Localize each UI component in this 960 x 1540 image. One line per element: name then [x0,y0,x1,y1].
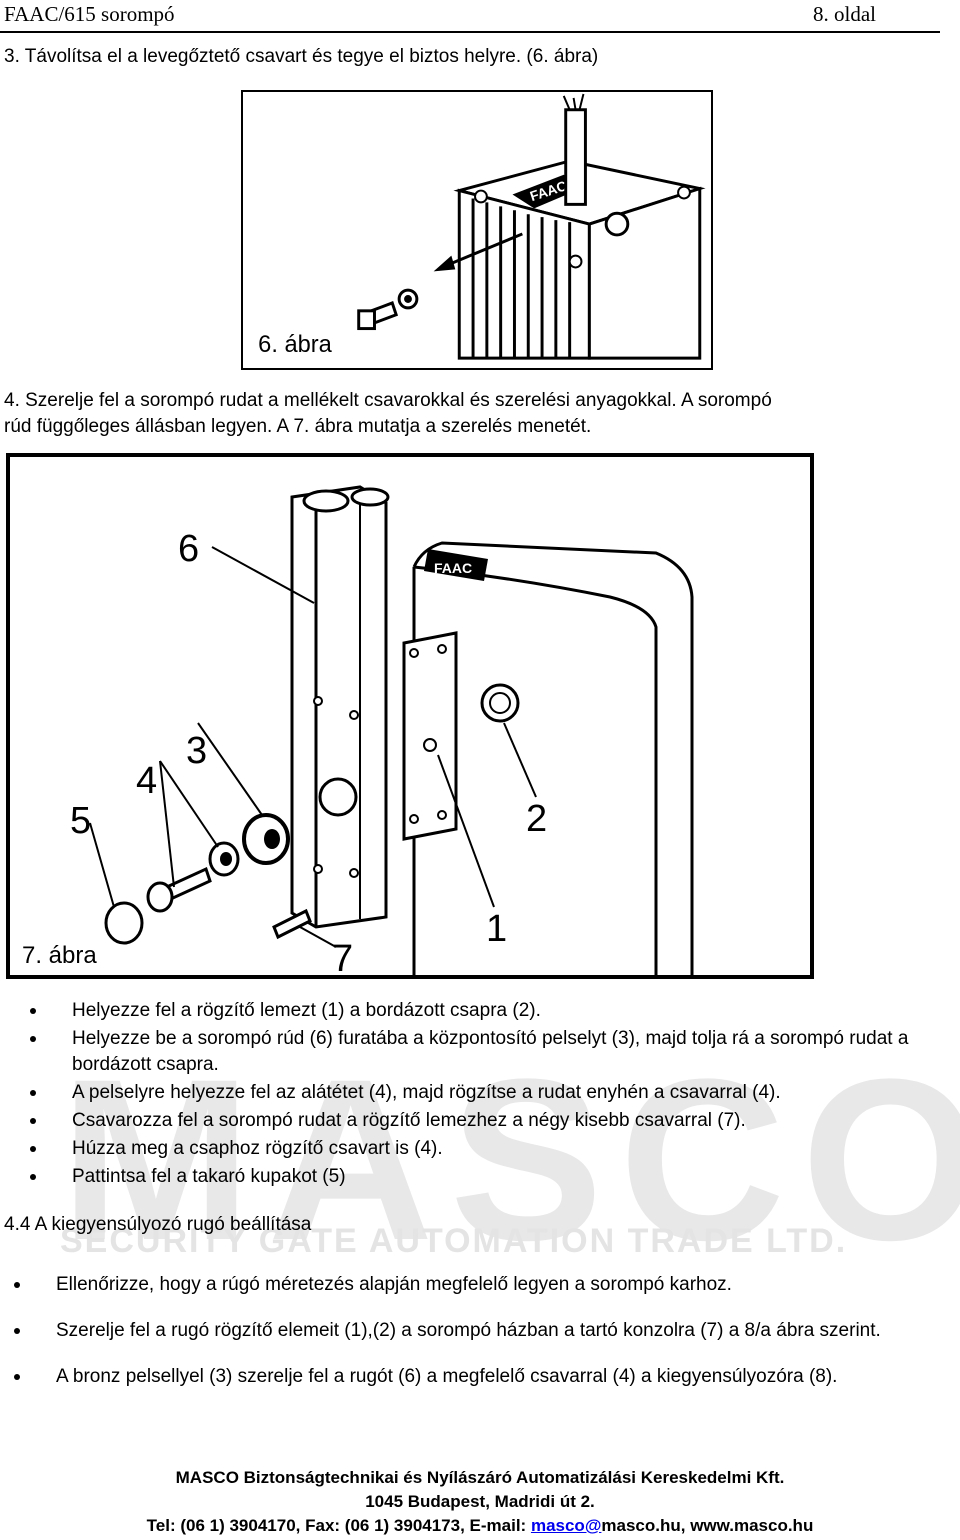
masco-watermark-subtitle: SECURITY GATE AUTOMATION TRADE LTD. [60,1222,848,1260]
list-item: Ellenőrizze, hogy a rúgó méretezés alapj… [14,1272,936,1298]
footer-contact-suffix: masco.hu, www.masco.hu [601,1516,814,1535]
list-item: A pelselyre helyezze fel az alátétet (4)… [30,1080,952,1106]
figure-7-label-6: 6 [178,528,199,570]
step-4-text-line-2: rúd függőleges állásban legyen. A 7. ábr… [4,416,592,437]
footer-email-link[interactable]: masco@ [530,1516,602,1535]
figure-7: FAAC [6,453,814,979]
section-title: 4.4 A kiegyensúlyozó rugó beállítása [4,1214,312,1235]
figure-7-drawing: FAAC [22,485,694,975]
figure-7-label-3: 3 [186,730,207,772]
footer-contact: Tel: (06 1) 3904170, Fax: (06 1) 3904173… [0,1516,960,1536]
list-item: A bronz pelsellyel (3) szerelje fel a ru… [14,1364,936,1390]
figure-7-label-4: 4 [136,760,157,802]
assembly-steps-list: Helyezze fel a rögzítő lemezt (1) a bord… [30,998,952,1192]
page-number: 8. oldal [813,2,876,26]
figure-7-logo: FAAC [434,560,472,576]
figure-7-label-7: 7 [332,938,353,975]
list-item: Pattintsa fel a takaró kupakot (5) [30,1164,952,1190]
list-item: Csavarozza fel a sorompó rudat a rögzítő… [30,1108,952,1134]
figure-7-label-5: 5 [70,800,91,842]
list-item: Helyezze fel a rögzítő lemezt (1) a bord… [30,998,952,1024]
step-4-text-line-1: 4. Szerelje fel a sorompó rudat a mellék… [4,390,772,411]
figure-7-label-2: 2 [526,798,547,840]
step-3-text: 3. Távolítsa el a levegőztető csavart és… [4,46,599,67]
footer-address: 1045 Budapest, Madridi út 2. [365,1492,595,1511]
footer-company: MASCO Biztonságtechnikai és Nyílászáró A… [175,1468,785,1487]
document-title: FAAC/615 sorompó [4,2,175,26]
footer-contact-prefix: Tel: (06 1) 3904170, Fax: (06 1) 3904173… [146,1516,531,1535]
masco-watermark: MASCO [60,1031,960,1288]
list-item: Helyezze be a sorompó rúd (6) furatába a… [30,1026,952,1078]
list-item: Húzza meg a csaphoz rögzítő csavart is (… [30,1136,952,1162]
figure-6-drawing: FAAC 6. ábra [258,93,706,360]
figure-6: FAAC 6. ábra [241,90,713,370]
figure-7-label-1: 1 [486,908,507,950]
header-divider [0,31,940,33]
figure-6-caption: 6. ábra [258,332,332,358]
spring-steps-list: Ellenőrizze, hogy a rúgó méretezés alapj… [14,1272,936,1390]
list-item: Szerelje fel a rugó rögzítő elemeit (1),… [14,1318,936,1344]
figure-7-caption: 7. ábra [22,942,97,969]
